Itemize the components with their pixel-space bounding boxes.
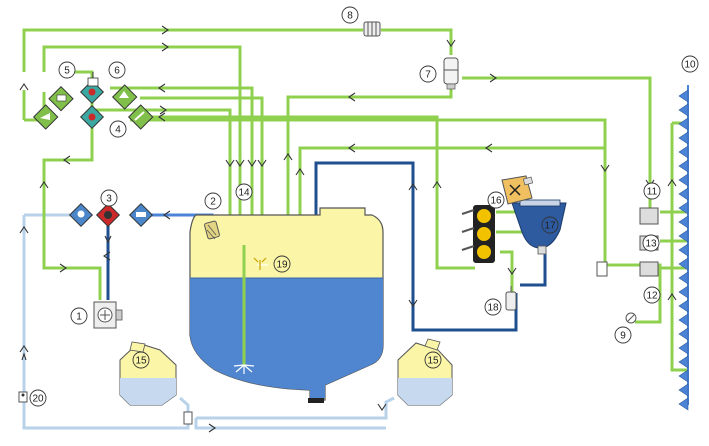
callout-circle (419, 65, 437, 83)
callout-circle (58, 61, 76, 79)
nozzle-icon (678, 397, 689, 411)
rinse-junction-icon (183, 411, 193, 425)
nozzle-icon (678, 271, 689, 285)
manometer-icon (625, 312, 637, 324)
return-valve-icon (363, 21, 381, 37)
callout-circle (204, 192, 222, 210)
callout-number: 3 (106, 194, 112, 205)
nozzle-icon (678, 313, 689, 327)
callout-number: 11 (647, 187, 658, 198)
callout-circle (643, 182, 661, 200)
nozzle-icon (678, 299, 689, 313)
nozzle-icon (678, 201, 689, 215)
main-circuit-lines (106, 161, 547, 332)
inductor-valve-icon (505, 286, 517, 311)
nozzle-icon (678, 89, 689, 103)
callout-number: 2 (210, 197, 216, 208)
callout-circle (681, 55, 699, 73)
callout-circle (642, 234, 660, 252)
suction-valve-group (68, 202, 154, 228)
callout-circle (643, 286, 661, 304)
callout-circle (487, 191, 505, 209)
nozzle-icon (678, 145, 689, 159)
nozzle-icon (678, 285, 689, 299)
pump-icon (93, 301, 123, 329)
callout-number: 4 (115, 125, 121, 136)
drain-valve-icon (18, 391, 28, 403)
tank-filter-icon (204, 220, 220, 240)
nozzle-icon (678, 103, 689, 117)
pressure-regulator-icon (443, 57, 459, 90)
callout-number: 14 (238, 188, 250, 199)
chemical-inductor-icon (461, 205, 495, 263)
callout-circle (424, 351, 442, 369)
callout-number: 6 (114, 66, 120, 77)
callout-number: 9 (620, 331, 626, 342)
induction-hopper-icon (511, 199, 567, 255)
callout-number: 18 (487, 303, 499, 314)
callout-circle (273, 255, 291, 273)
callout-circle (541, 216, 559, 234)
callout-number: 16 (490, 196, 502, 207)
callout-circle (29, 389, 47, 407)
agitator-icon (253, 257, 268, 270)
callout-number: 12 (646, 291, 658, 302)
rinse-nozzle-icon (233, 245, 255, 374)
nozzle-icon (678, 341, 689, 355)
return-circuit-lines (22, 28, 688, 372)
nozzle-icon (678, 243, 689, 257)
rinse-tank-right (397, 338, 453, 406)
callout-number: 15 (427, 356, 439, 367)
callout-number: 10 (684, 60, 696, 71)
nozzle-icon (678, 257, 689, 271)
callout-circle (132, 351, 150, 369)
callout-number: 8 (347, 11, 353, 22)
callout-number: 20 (32, 394, 44, 405)
callout-circle (341, 6, 359, 24)
nozzle-icon (678, 187, 689, 201)
nozzle-icon (678, 369, 689, 383)
callout-circle (70, 307, 88, 325)
nozzle-icon (678, 355, 689, 369)
nozzle-icon (678, 215, 689, 229)
callout-number: 13 (645, 239, 657, 250)
callout-number: 5 (64, 66, 70, 77)
callout-number: 19 (276, 260, 288, 271)
nozzle-icon (678, 159, 689, 173)
nozzle-group (678, 89, 689, 411)
callout-circle (235, 183, 253, 201)
callout-number: 17 (544, 221, 556, 232)
nozzle-icon (678, 131, 689, 145)
callout-circle (484, 298, 502, 316)
flow-arrows (19, 25, 677, 433)
nozzle-icon (678, 229, 689, 243)
callout-number: 15 (135, 356, 147, 367)
rinse-tank-left (119, 341, 177, 406)
main-tank (189, 207, 384, 403)
callout-number: 7 (425, 70, 431, 81)
callout-circle (614, 326, 632, 344)
nozzle-icon (678, 383, 689, 397)
jerrycan-icon (501, 175, 534, 205)
callout-circle (109, 120, 127, 138)
nozzle-bar-icon (678, 85, 689, 411)
control-valve-block (32, 72, 154, 130)
nozzle-icon (678, 173, 689, 187)
nozzle-icon (678, 117, 689, 131)
nozzle-icon (678, 327, 689, 341)
callout-circle (108, 61, 126, 79)
callout-circle (100, 189, 118, 207)
callout-number: 1 (76, 312, 82, 323)
